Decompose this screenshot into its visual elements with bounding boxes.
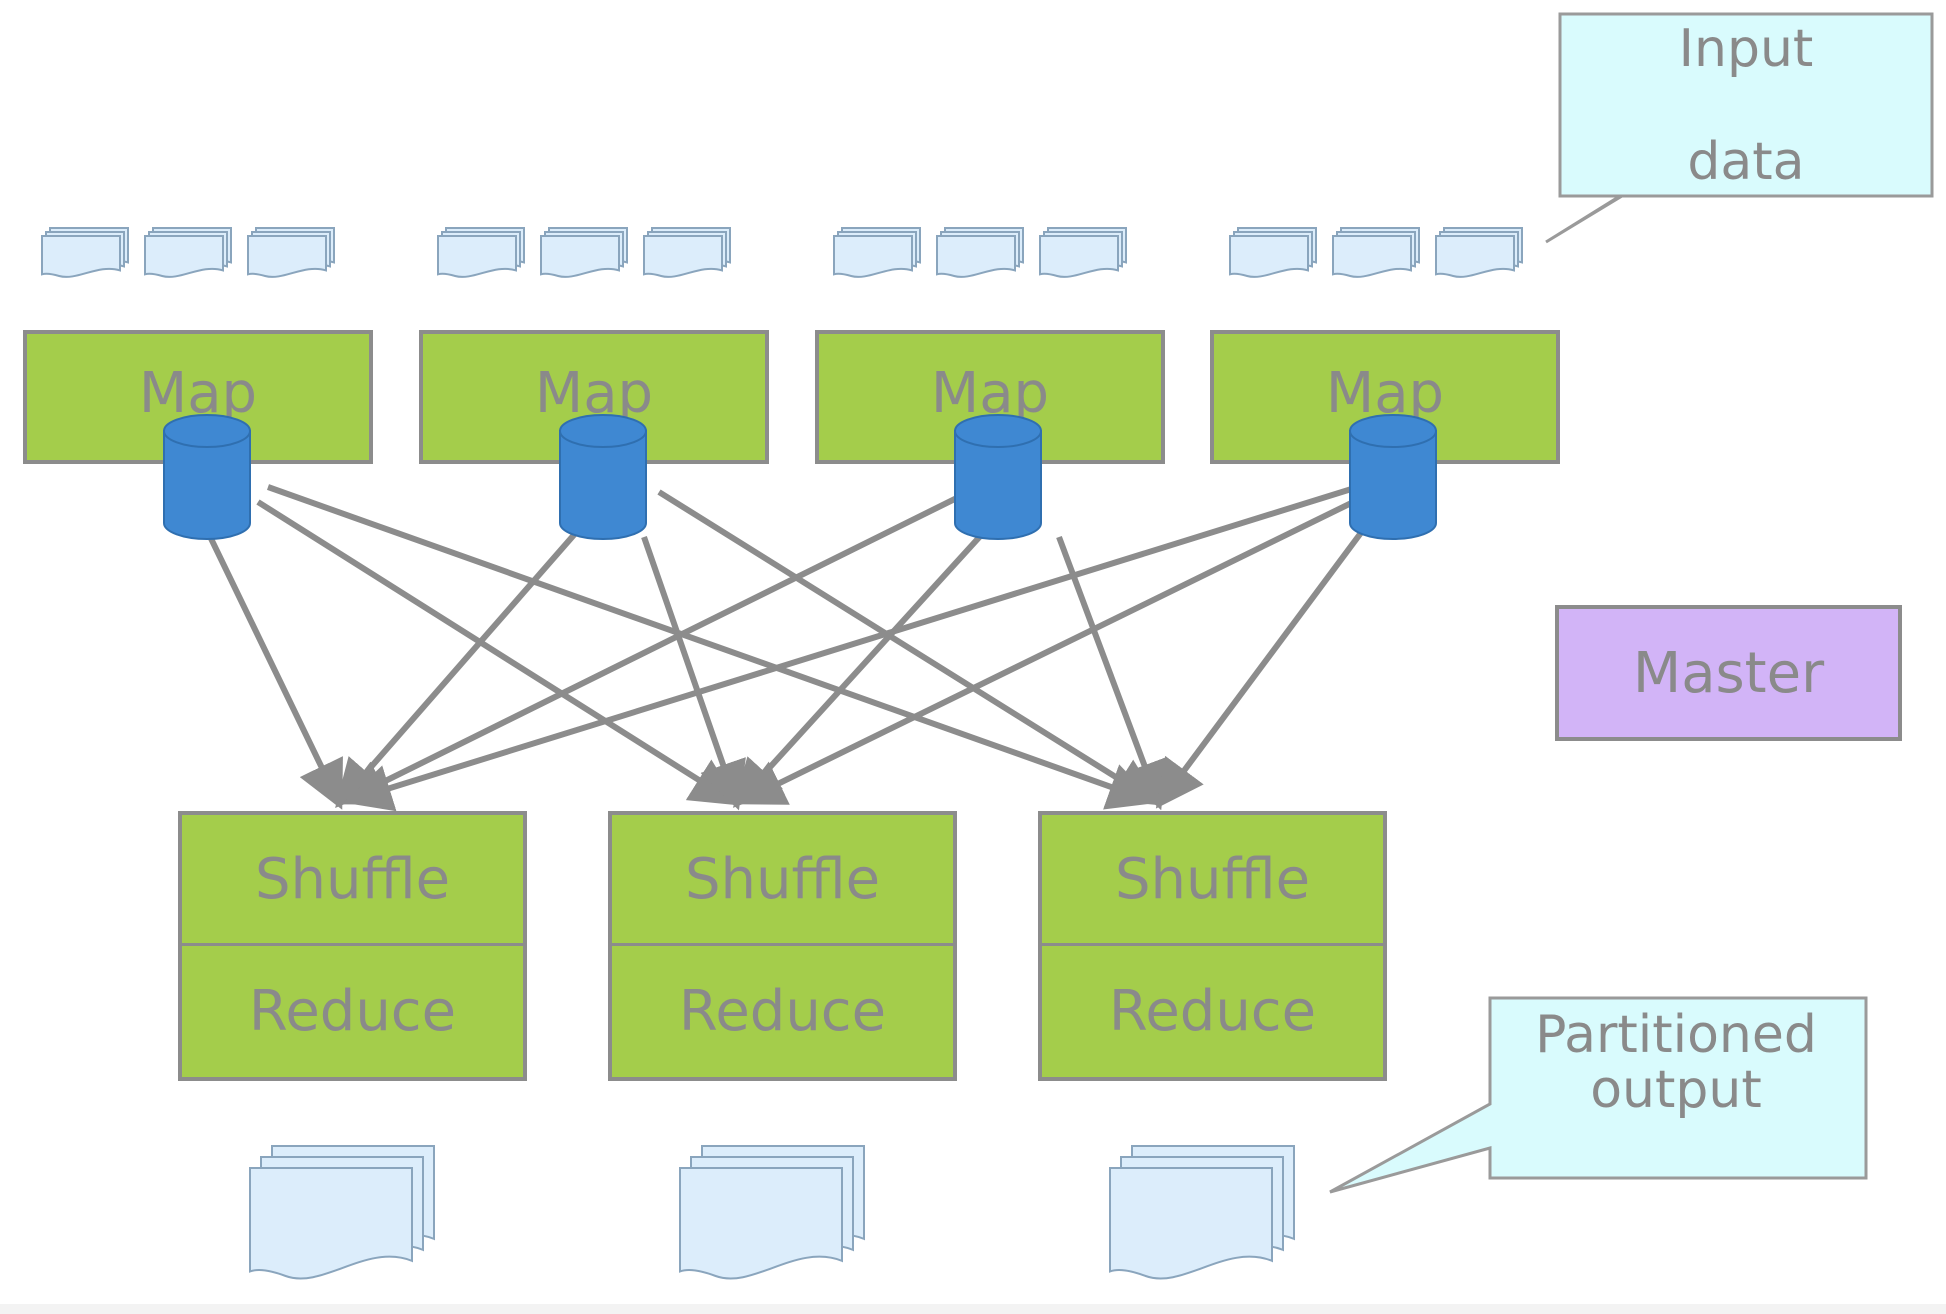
input-callout-line-1: Input bbox=[1678, 19, 1814, 79]
reduce-section: Reduce bbox=[1042, 946, 1383, 1077]
reduce-worker-2: Shuffle Reduce bbox=[608, 811, 957, 1081]
reduce-worker-3: Shuffle Reduce bbox=[1038, 811, 1387, 1081]
output-callout-line-2: output bbox=[1590, 1059, 1762, 1120]
output-document-2 bbox=[679, 1145, 865, 1280]
output-document-1 bbox=[249, 1145, 435, 1280]
input-document-11 bbox=[1332, 227, 1420, 278]
input-document-3 bbox=[247, 227, 335, 278]
map-label: Map bbox=[138, 360, 258, 426]
map-worker-4: Map bbox=[1210, 330, 1560, 464]
reduce-label: Reduce bbox=[248, 979, 457, 1044]
reduce-label: Reduce bbox=[678, 979, 887, 1044]
reduce-label: Reduce bbox=[1108, 979, 1317, 1044]
map-label: Map bbox=[930, 360, 1050, 426]
map-label: Map bbox=[1325, 360, 1445, 426]
shuffle-section: Shuffle bbox=[182, 815, 523, 946]
reduce-section: Reduce bbox=[182, 946, 523, 1077]
input-document-5 bbox=[540, 227, 628, 278]
input-callout-text: Input data bbox=[1560, 22, 1932, 189]
map-worker-3: Map bbox=[815, 330, 1165, 464]
shuffle-section: Shuffle bbox=[612, 815, 953, 946]
input-document-7 bbox=[833, 227, 921, 278]
reduce-section: Reduce bbox=[612, 946, 953, 1077]
master-label: Master bbox=[1632, 640, 1825, 706]
input-callout-line-2: data bbox=[1687, 131, 1805, 192]
output-callout-text: Partitioned output bbox=[1490, 1008, 1862, 1117]
input-document-4 bbox=[437, 227, 525, 278]
input-document-9 bbox=[1039, 227, 1127, 278]
input-document-10 bbox=[1229, 227, 1317, 278]
shuffle-label: Shuffle bbox=[254, 846, 451, 912]
map-label: Map bbox=[534, 360, 654, 426]
shuffle-section: Shuffle bbox=[1042, 815, 1383, 946]
input-document-6 bbox=[643, 227, 731, 278]
output-document-3 bbox=[1109, 1145, 1295, 1280]
reduce-worker-1: Shuffle Reduce bbox=[178, 811, 527, 1081]
output-callout-line-1: Partitioned bbox=[1535, 1005, 1817, 1065]
map-worker-2: Map bbox=[419, 330, 769, 464]
output-callout bbox=[1329, 996, 1868, 1194]
map-worker-1: Map bbox=[23, 330, 373, 464]
shuffle-label: Shuffle bbox=[684, 846, 881, 912]
input-document-1 bbox=[41, 227, 129, 278]
shuffle-label: Shuffle bbox=[1114, 846, 1311, 912]
bottom-strip bbox=[0, 1304, 1946, 1314]
input-callout bbox=[1545, 12, 1934, 244]
input-document-8 bbox=[936, 227, 1024, 278]
input-document-12 bbox=[1435, 227, 1523, 278]
master-node: Master bbox=[1555, 605, 1902, 741]
input-document-2 bbox=[144, 227, 232, 278]
